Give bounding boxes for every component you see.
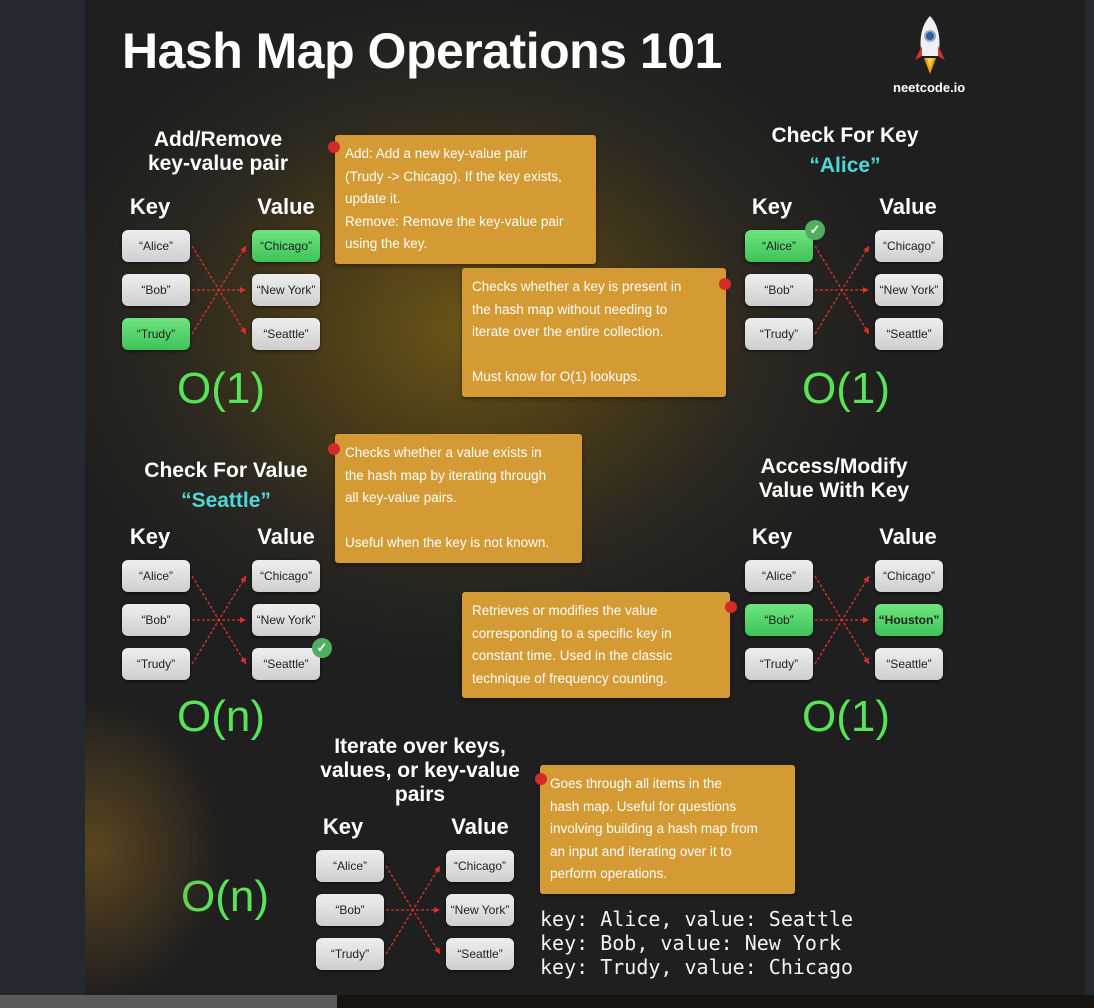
value-header: Value [879, 524, 937, 549]
key-box: “Bob” [745, 604, 813, 636]
bottom-bar-segment [0, 995, 337, 1008]
value-box: “New York” [252, 274, 320, 306]
key-box: “Alice” [122, 560, 190, 592]
key-box: “Bob” [316, 894, 384, 926]
key-box: “Alice” [122, 230, 190, 262]
code-output-line: key: Alice, value: Seattle [540, 907, 854, 931]
key-box: “Trudy” [122, 648, 190, 680]
annotation-dot [719, 278, 731, 290]
diagram-title-line: values, or key-value [320, 759, 520, 782]
diagram-title-line: Add/Remove [153, 128, 283, 151]
diagram-title: Check For Key “Alice” [771, 124, 918, 178]
check-icon: ✓ [805, 220, 825, 240]
value-header: Value [257, 194, 315, 219]
diagram-title-line: Check For Value [144, 459, 308, 482]
code-output-line: key: Trudy, value: Chicago [540, 955, 854, 979]
mapping-arrows [191, 245, 247, 335]
key-box: “Alice” [745, 230, 813, 262]
rocket-icon [913, 14, 947, 81]
value-box: “New York” [875, 274, 943, 306]
key-box: “Bob” [745, 274, 813, 306]
key-header: Key [322, 814, 364, 839]
value-box: “Seattle” [252, 648, 320, 680]
key-box: “Trudy” [745, 318, 813, 350]
key-header: Key [751, 194, 793, 219]
value-box: “Seattle” [875, 648, 943, 680]
value-box: “New York” [252, 604, 320, 636]
key-box: “Trudy” [745, 648, 813, 680]
code-output-line: key: Bob, value: New York [540, 931, 842, 955]
bottom-bar [0, 995, 1094, 1008]
value-box: “New York” [446, 894, 514, 926]
value-box: “Seattle” [446, 938, 514, 970]
complexity-label: O(1) [802, 364, 890, 413]
explanation-note: Add: Add a new key-value pair (Trudy -> … [335, 135, 596, 264]
diagram-subtitle: “Seattle” [181, 489, 271, 512]
page-title: Hash Map Operations 101 [122, 23, 722, 79]
value-box: “Seattle” [875, 318, 943, 350]
annotation-dot [328, 443, 340, 455]
explanation-note: Goes through all items in the hash map. … [540, 765, 795, 894]
complexity-label: O(n) [181, 872, 269, 921]
annotation-dot [725, 601, 737, 613]
explanation-note: Retrieves or modifies the value correspo… [462, 592, 730, 698]
key-box: “Trudy” [316, 938, 384, 970]
key-header: Key [129, 524, 171, 549]
value-box: “Chicago” [875, 560, 943, 592]
value-box: “Seattle” [252, 318, 320, 350]
value-box: “Houston” [875, 604, 943, 636]
diagram-title-line: Iterate over keys, [334, 735, 506, 758]
diagram-subtitle: “Alice” [809, 154, 881, 177]
complexity-label: O(n) [177, 692, 265, 741]
key-box: “Trudy” [122, 318, 190, 350]
complexity-label: O(1) [802, 692, 890, 741]
diagram-title: Check For Value “Seattle” [144, 459, 307, 513]
key-box: “Alice” [745, 560, 813, 592]
value-box: “Chicago” [446, 850, 514, 882]
mapping-arrows [385, 865, 441, 955]
brand-name: neetcode.io [893, 80, 966, 95]
value-header: Value [257, 524, 315, 549]
key-header: Key [751, 524, 793, 549]
diagram-title-line: Access/Modify [760, 455, 908, 478]
key-header: Key [129, 194, 171, 219]
value-box: “Chicago” [875, 230, 943, 262]
diagram-title-line: pairs [394, 783, 446, 806]
explanation-note: Checks whether a value exists in the has… [335, 434, 582, 563]
explanation-note: Checks whether a key is present in the h… [462, 268, 726, 397]
value-box: “Chicago” [252, 560, 320, 592]
diagram-title-line: Check For Key [771, 124, 919, 147]
value-box: “Chicago” [252, 230, 320, 262]
complexity-label: O(1) [177, 364, 265, 413]
value-header: Value [879, 194, 937, 219]
diagram-title-line: key-value pair [147, 152, 289, 175]
annotation-dot [328, 141, 340, 153]
mapping-arrows [191, 575, 247, 665]
mapping-arrows [814, 575, 870, 665]
value-header: Value [451, 814, 509, 839]
check-icon: ✓ [312, 638, 332, 658]
key-box: “Bob” [122, 604, 190, 636]
mapping-arrows [814, 245, 870, 335]
diagram-title-line: Value With Key [758, 479, 910, 502]
key-box: “Alice” [316, 850, 384, 882]
annotation-dot [535, 773, 547, 785]
key-box: “Bob” [122, 274, 190, 306]
